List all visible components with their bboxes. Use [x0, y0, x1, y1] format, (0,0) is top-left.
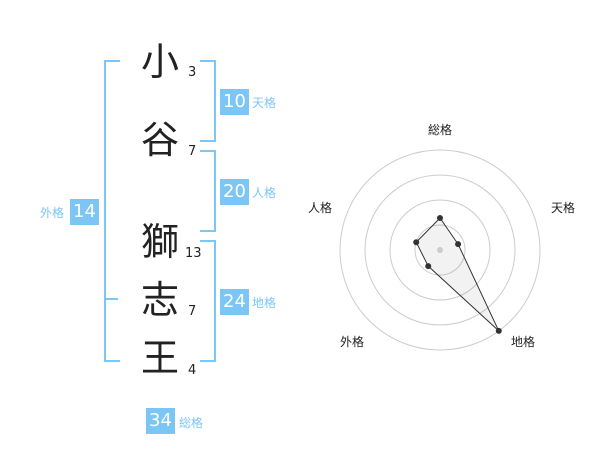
name-char-5: 王	[140, 336, 179, 380]
tenkaku-badge: 10	[220, 89, 249, 115]
gaikaku-label: 外格	[40, 206, 65, 220]
radar-ring-4	[339, 149, 541, 351]
radar-point-3	[495, 327, 502, 334]
radar-point-4	[425, 263, 432, 270]
stroke-count-5: 4	[188, 363, 197, 378]
tenkaku-label: 天格	[252, 96, 277, 110]
tenkaku-bracket	[200, 60, 216, 142]
soukaku-badge: 34	[146, 408, 175, 434]
name-char-4: 志	[140, 278, 179, 322]
gaikaku-badge: 14	[70, 199, 99, 225]
chikaku-bracket	[200, 240, 216, 362]
radar-ring-3	[364, 174, 516, 326]
radar-center	[437, 247, 443, 253]
radar-axis-label-tenkaku: 天格	[551, 201, 576, 215]
radar-point-5	[413, 239, 420, 246]
chikaku-badge: 24	[220, 289, 249, 315]
stroke-count-3: 13	[185, 246, 202, 261]
name-char-1: 小	[140, 40, 179, 84]
name-char-3: 獅	[140, 220, 179, 264]
radar-polygon	[415, 217, 500, 332]
radar-ring-2	[389, 199, 491, 301]
radar-axis-label-chikaku: 地格	[511, 335, 536, 349]
gaikaku-bracket	[104, 60, 120, 362]
radar-ring-1	[414, 224, 466, 276]
name-char-2: 谷	[140, 118, 179, 162]
jinkaku-bracket	[200, 150, 216, 232]
jinkaku-badge: 20	[220, 179, 249, 205]
radar-axis-label-soukaku: 総格	[428, 123, 453, 137]
radar-axis-label-gaikaku: 外格	[340, 335, 365, 349]
radar-point-2	[455, 241, 462, 248]
soukaku-label: 総格	[179, 416, 204, 430]
radar-chart	[339, 149, 541, 351]
chikaku-label: 地格	[252, 296, 277, 310]
stroke-count-1: 3	[188, 65, 197, 80]
jinkaku-label: 人格	[252, 186, 277, 200]
radar-point-1	[437, 215, 443, 221]
stroke-count-2: 7	[188, 144, 197, 159]
stroke-count-4: 7	[188, 304, 197, 319]
radar-axis-label-jinkaku: 人格	[308, 201, 333, 215]
gaikaku-bracket-tick	[104, 298, 118, 300]
